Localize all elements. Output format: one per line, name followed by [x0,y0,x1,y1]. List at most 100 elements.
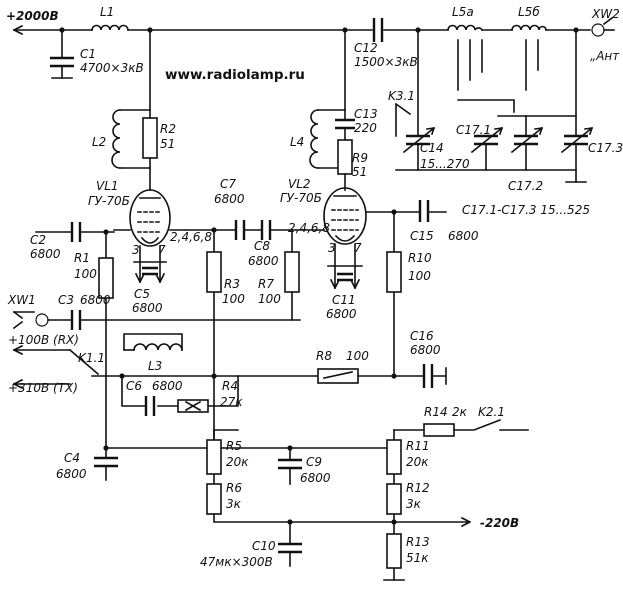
capacitor-c5 [142,266,158,276]
r2-value: 51 [160,137,175,151]
vl2-pins: 2,4,6,8 [288,221,330,235]
l5a-label: L5а [452,5,474,19]
c173-label: C17.3 [588,141,623,155]
c2-ref: C2 [30,233,46,247]
r4-ref: R4 [222,379,238,393]
r3-ref: R3 [224,277,240,291]
vl1-ref: VL1 [96,179,119,193]
k11-label: K1.1 [78,351,105,365]
vl1-pin-7: 7 [158,243,166,257]
inductor-l1 [91,24,129,31]
r11-ref: R11 [406,439,430,453]
c13-ref: C13 [354,107,378,121]
antenna-label: „Ант [590,49,620,63]
c9-ref: C9 [306,455,322,469]
resistor-r5 [206,439,222,475]
tx-supply-label: +310В (TX) [8,381,78,395]
r13-ref: R13 [406,535,430,549]
resistor-r2 [142,117,158,159]
xw2-label: XW2 [591,7,620,21]
c9-value: 6800 [300,471,331,485]
c7-value: 6800 [214,192,245,206]
resistor-r13 [386,533,402,569]
capacitor-c17-1 [470,126,504,171]
c3-value: 6800 [80,293,111,307]
resistor-r6 [206,483,222,515]
c6-ref: C6 [126,379,142,393]
r8-ref: R8 [316,349,332,363]
c15-value: 6800 [448,229,479,243]
r2-ref: R2 [160,122,176,136]
c172-label: C17.2 [508,179,543,193]
r7-ref: R7 [258,277,274,291]
hv-supply-label: +2000В [6,9,59,23]
r6-value: 3к [226,497,242,511]
c4-ref: C4 [64,451,80,465]
inductor-l2 [111,109,121,169]
r7-value: 100 [258,292,281,306]
r5-ref: R5 [226,439,242,453]
vl1-pin-3: 3 [132,243,140,257]
hv-rail [12,16,615,37]
r14-value: 2к [452,405,468,419]
r8-value: 100 [346,349,369,363]
r1-value: 100 [74,267,97,281]
c171-label: C17.1 [456,123,491,137]
xw1-label: XW1 [7,293,36,307]
resistor-r7 [284,251,300,293]
c12-ref: C12 [354,41,378,55]
r9-value: 51 [352,165,367,179]
c11-ref: C11 [332,293,356,307]
rx-supply-label: +100В (RX) [8,333,79,347]
inductor-l3 [133,343,183,351]
c15-ref: C15 [410,229,434,243]
bias-supply-label: -220В [480,516,519,530]
r12-value: 3к [406,497,422,511]
r12-ref: R12 [406,481,430,495]
r10-ref: R10 [408,251,432,265]
resistor-r14 [423,423,455,437]
inductor-l4 [309,109,319,169]
capacitor-c12 [372,18,384,42]
c2-value: 6800 [30,247,61,261]
l5b-label: L5б [518,5,540,19]
capacitor-c14 [402,126,436,171]
c8-ref: C8 [254,239,270,253]
c8-value: 6800 [248,254,279,268]
r10-value: 100 [408,269,431,283]
c1-value: 4700×3кВ [80,61,144,75]
c16-value: 6800 [410,343,441,357]
l3-label: L3 [148,359,162,373]
resistor-r11 [386,439,402,475]
c11-value: 6800 [326,307,357,321]
l2-label: L2 [92,135,106,149]
resistor-r9 [337,139,353,175]
resistor-r8 [317,368,359,384]
c17-note: C17.1-C17.3 15...525 [462,203,590,217]
c7-ref: C7 [220,177,236,191]
c4-value: 6800 [56,467,87,481]
resistor-r1 [98,257,114,299]
r1-ref: R1 [74,251,90,265]
r11-value: 20к [406,455,429,469]
watermark-text: www.radiolamp.ru [165,67,305,83]
c5-ref: C5 [134,287,150,301]
r3-value: 100 [222,292,245,306]
c10-ref: C10 [252,539,276,553]
inductor-l5a [447,24,484,34]
r14-ref: R14 [424,405,448,419]
tube-vl1 [113,189,187,247]
c14-value: 15...270 [420,157,470,171]
resistor-r12 [386,483,402,515]
capacitor-c17-3 [560,126,594,183]
vl2-pin-7: 7 [354,241,362,255]
c14-ref: C14 [420,141,444,155]
resistor-r10 [386,251,402,293]
inductor-l5b [511,24,547,31]
capacitor-c17-2 [510,126,544,171]
c3-ref: C3 [58,293,74,307]
vl2-ref: VL2 [288,177,311,191]
vl2-pin-3: 3 [328,241,336,255]
c13-value: 220 [354,121,377,135]
